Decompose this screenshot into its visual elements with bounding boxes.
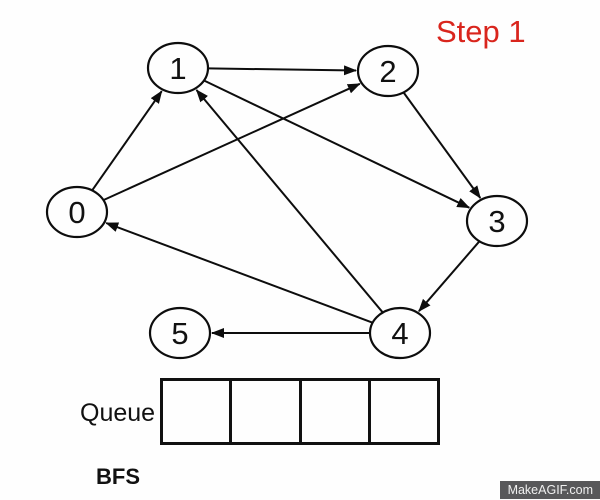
queue-cell-1 bbox=[232, 381, 302, 442]
queue-label: Queue bbox=[80, 399, 156, 427]
node-label-0: 0 bbox=[68, 195, 85, 230]
graph-edge-2-3 bbox=[402, 91, 482, 199]
node-circle-3 bbox=[465, 194, 529, 248]
graph-edges bbox=[91, 65, 482, 338]
graph-node-1: 1 bbox=[146, 41, 210, 95]
node-label-3: 3 bbox=[488, 204, 505, 239]
graph-nodes: 0 1 2 3 4 5 bbox=[45, 41, 529, 360]
node-circle-0 bbox=[45, 185, 109, 239]
graph-edge-1-2 bbox=[207, 65, 357, 76]
queue-box bbox=[160, 378, 440, 445]
queue-cell-3 bbox=[371, 381, 437, 442]
graph-edge-0-1 bbox=[91, 90, 163, 191]
graph-node-2: 2 bbox=[356, 44, 420, 98]
graph-edge-1-3 bbox=[203, 79, 471, 209]
node-circle-2 bbox=[356, 44, 420, 98]
node-circle-4 bbox=[368, 306, 432, 360]
graph-node-0: 0 bbox=[45, 185, 109, 239]
node-label-1: 1 bbox=[169, 51, 186, 86]
queue-cell-0 bbox=[163, 381, 233, 442]
node-label-2: 2 bbox=[379, 54, 396, 89]
node-circle-5 bbox=[148, 306, 212, 360]
node-circle-1 bbox=[146, 41, 210, 95]
graph-node-5: 5 bbox=[148, 306, 212, 360]
graph-edge-0-2 bbox=[102, 82, 361, 202]
bfs-algorithm-label: BFS bbox=[96, 464, 140, 489]
node-label-4: 4 bbox=[391, 316, 408, 351]
graph-node-4: 4 bbox=[368, 306, 432, 360]
step-title: Step 1 bbox=[436, 14, 526, 49]
queue-cell-2 bbox=[302, 381, 371, 442]
graph-edge-3-4 bbox=[418, 240, 481, 312]
watermark-badge: MakeAGIF.com bbox=[499, 481, 600, 499]
node-label-5: 5 bbox=[171, 316, 188, 351]
graph-edge-4-0 bbox=[105, 222, 373, 324]
graph-edge-4-1 bbox=[195, 89, 384, 314]
graph-node-3: 3 bbox=[465, 194, 529, 248]
